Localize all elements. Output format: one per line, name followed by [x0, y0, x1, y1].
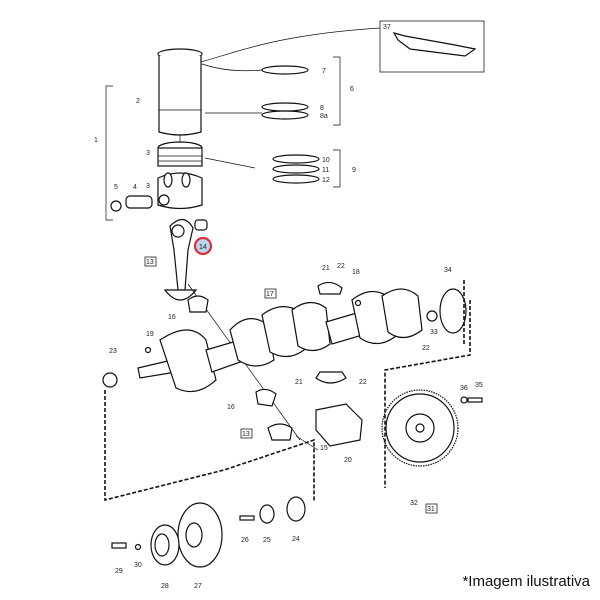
callout-35[interactable]: 35	[475, 382, 483, 389]
callout-6[interactable]: 6	[350, 86, 354, 93]
callout-27[interactable]: 27	[194, 583, 202, 590]
callout-22[interactable]: 22	[337, 263, 345, 270]
callout-26[interactable]: 26	[241, 537, 249, 544]
callout-14[interactable]: 14	[199, 244, 207, 251]
piston	[157, 141, 203, 210]
callout-23[interactable]: 23	[109, 348, 117, 355]
callout-18[interactable]: 18	[352, 269, 360, 276]
piston-pin-and-circlip	[110, 195, 153, 212]
callout-21[interactable]: 21	[322, 265, 330, 272]
callout-15[interactable]: 15	[320, 445, 328, 452]
callout-20[interactable]: 20	[344, 457, 352, 464]
callout-22[interactable]: 22	[422, 345, 430, 352]
callout-13[interactable]: 13	[242, 431, 250, 438]
callout-33[interactable]: 33	[430, 329, 438, 336]
callout-2[interactable]: 2	[136, 98, 140, 105]
callout-29[interactable]: 29	[115, 568, 123, 575]
group-brackets	[105, 56, 341, 221]
callout-5[interactable]: 5	[114, 184, 118, 191]
crankshaft	[102, 288, 438, 393]
callout-16[interactable]: 16	[168, 314, 176, 321]
callout-30[interactable]: 30	[134, 562, 142, 569]
callout-36[interactable]: 36	[460, 385, 468, 392]
callout-1[interactable]: 1	[94, 137, 98, 144]
callout-11[interactable]: 11	[322, 167, 329, 174]
callout-28[interactable]: 28	[161, 583, 169, 590]
callout-22[interactable]: 22	[359, 379, 367, 386]
callout-10[interactable]: 10	[322, 157, 330, 164]
piston-rings	[204, 154, 320, 184]
highlight-marker-14[interactable]	[193, 236, 213, 256]
sealant-tube-inset	[199, 20, 485, 73]
callout-4[interactable]: 4	[133, 184, 137, 191]
bearing-shells	[187, 281, 347, 441]
callout-37[interactable]: 37	[383, 24, 391, 31]
callout-12[interactable]: 12	[322, 177, 330, 184]
callout-32[interactable]: 32	[410, 500, 418, 507]
o-rings	[201, 63, 309, 120]
callout-19[interactable]: 19	[146, 331, 154, 338]
callout-34[interactable]: 34	[444, 267, 452, 274]
callout-8[interactable]: 8	[320, 105, 324, 112]
callout-31[interactable]: 31	[427, 506, 435, 513]
callout-16[interactable]: 16	[227, 404, 235, 411]
callout-3[interactable]: 3	[146, 150, 150, 157]
callout-24[interactable]: 24	[292, 536, 300, 543]
main-bearing-cap	[315, 403, 363, 447]
callout-3[interactable]: 3	[146, 183, 150, 190]
rear-seal-ring	[439, 288, 467, 334]
callout-8a[interactable]: 8a	[320, 113, 328, 120]
callout-25[interactable]: 25	[263, 537, 271, 544]
flywheel	[381, 389, 483, 467]
pulleys-and-damper	[111, 496, 306, 568]
illustrative-image-caption: *Imagem ilustrativa	[462, 573, 590, 590]
callout-9[interactable]: 9	[352, 167, 356, 174]
callout-7[interactable]: 7	[322, 68, 326, 75]
callout-21[interactable]: 21	[295, 379, 303, 386]
callout-labels: 37 7 6 2 8 8a 1 3 10 11 9 12 3 5 4 14 13…	[94, 24, 483, 590]
cylinder-liner	[157, 48, 203, 152]
callout-13[interactable]: 13	[146, 259, 154, 266]
callout-17[interactable]: 17	[266, 291, 274, 298]
